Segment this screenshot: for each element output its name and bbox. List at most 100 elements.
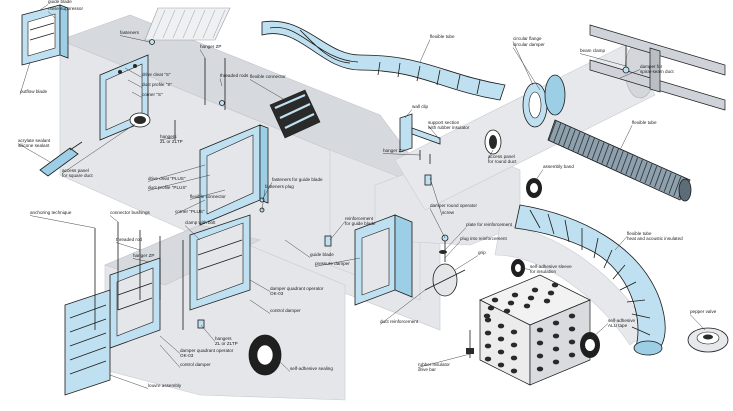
leader-line [454,255,479,271]
label-connector-bushings: connector bushings [110,210,151,215]
perforation-hole [523,303,531,309]
perforation-hole [483,313,491,319]
perforation-hole [484,330,492,336]
corrugation-ridge [596,142,605,162]
sealant-cartridge [39,141,83,177]
leader-line [17,143,51,163]
leader-line [487,149,494,160]
label-threaded-rods: threaded rods [220,73,249,78]
leader-line [379,289,426,325]
flexible-tube-insulated [514,204,666,356]
perforation-hole [552,346,560,352]
perforation-hole [503,308,511,314]
corrugation-ridge [615,150,624,171]
perforation-hole [527,295,535,301]
perforation-hole [484,343,492,349]
duct-profile-s-frame [99,54,149,141]
leader-line [174,199,206,215]
label-circular-flange: circular flange [513,36,542,41]
perforation-hole [543,298,551,304]
corrugation-ridge [582,135,591,156]
perforation-hole [510,355,518,361]
perforation-hole [568,339,576,345]
label-fasteners-plug: fasteners plug [265,184,294,189]
sleeve-roll [511,259,525,277]
leader-line [519,267,531,270]
leader-line [404,109,413,119]
corrugation-ridge [630,157,639,177]
access-panel-square-duct [129,112,151,128]
label-duct-profile-plus: duct profile "PLUS" [148,185,187,190]
perforation-holes [483,282,576,374]
leader-line [512,47,541,91]
label-wall-clip: wall clip [412,104,429,109]
label-control-damper: control damper [270,308,301,313]
label-corner-s: corner "S" [142,92,163,97]
corrugation-ridge [558,125,567,145]
corrugation-ridge [658,170,667,190]
corrugation-ridge [591,140,600,160]
leader-line [184,225,201,241]
leader-line [199,49,206,59]
perforation-hole [484,356,492,362]
label-plug-reinforcement: plug into reinforcement [460,236,507,241]
label-drive-cleat-s: drive cleat "S" [142,72,171,77]
leader-line [417,353,471,368]
label-selfadhesive-sealing: self-adhesive sealing [290,366,333,371]
leader-line [444,227,467,251]
corrugation-ridge [606,146,615,166]
leader-line [619,69,641,79]
leader-line [127,79,143,88]
corrugation-ridge [562,127,571,147]
label-outflow-blade: outflow blade [20,89,48,94]
corrugation-ridge [572,131,581,151]
perforation-hole [511,292,519,298]
pressure-damper-box [354,214,413,306]
corrugation-ridge [625,155,634,175]
corrugation-ridge [644,163,653,184]
label-control-damper-2: control damper [180,362,211,367]
corrugation-ridge [553,122,562,143]
perforation-hole [552,333,560,339]
leader-line [591,323,609,339]
leader-line [429,177,443,216]
label-louvre-assembly: louvre assembly [148,383,182,388]
perforation-hole [552,320,560,326]
leader-line [535,169,544,181]
leader-line [429,208,446,239]
label-corner-plus: corner "PLUS" [175,209,205,214]
leader-line [314,257,361,267]
wall-clip-support [399,113,441,164]
perforation-hole [531,287,539,293]
perforation-hole [487,305,495,311]
perforation-hole [484,317,492,323]
label-flexible-tube-right: flexible tube [632,120,657,125]
leader-line [382,153,421,156]
label-flexible-tube-top: flexible tube [430,34,455,39]
leader-line [689,314,706,331]
corrugation-ridge [586,138,595,158]
leader-line [119,35,151,43]
leader-line [619,125,633,151]
leader-line [419,39,431,63]
leader-line [261,189,266,211]
leader-line [109,215,119,223]
leader-line [614,236,628,251]
label-screw: screw [442,210,455,215]
label-circular-damper: circular damper [513,42,545,47]
corrugation-ridge [668,174,677,194]
pepper-valve [687,327,729,353]
corrugation-ridge [663,172,672,192]
flexible-tube-right [547,119,692,202]
leader-line [109,374,149,389]
perforation-hole [497,323,505,329]
sealing-tape-roll [248,334,282,376]
